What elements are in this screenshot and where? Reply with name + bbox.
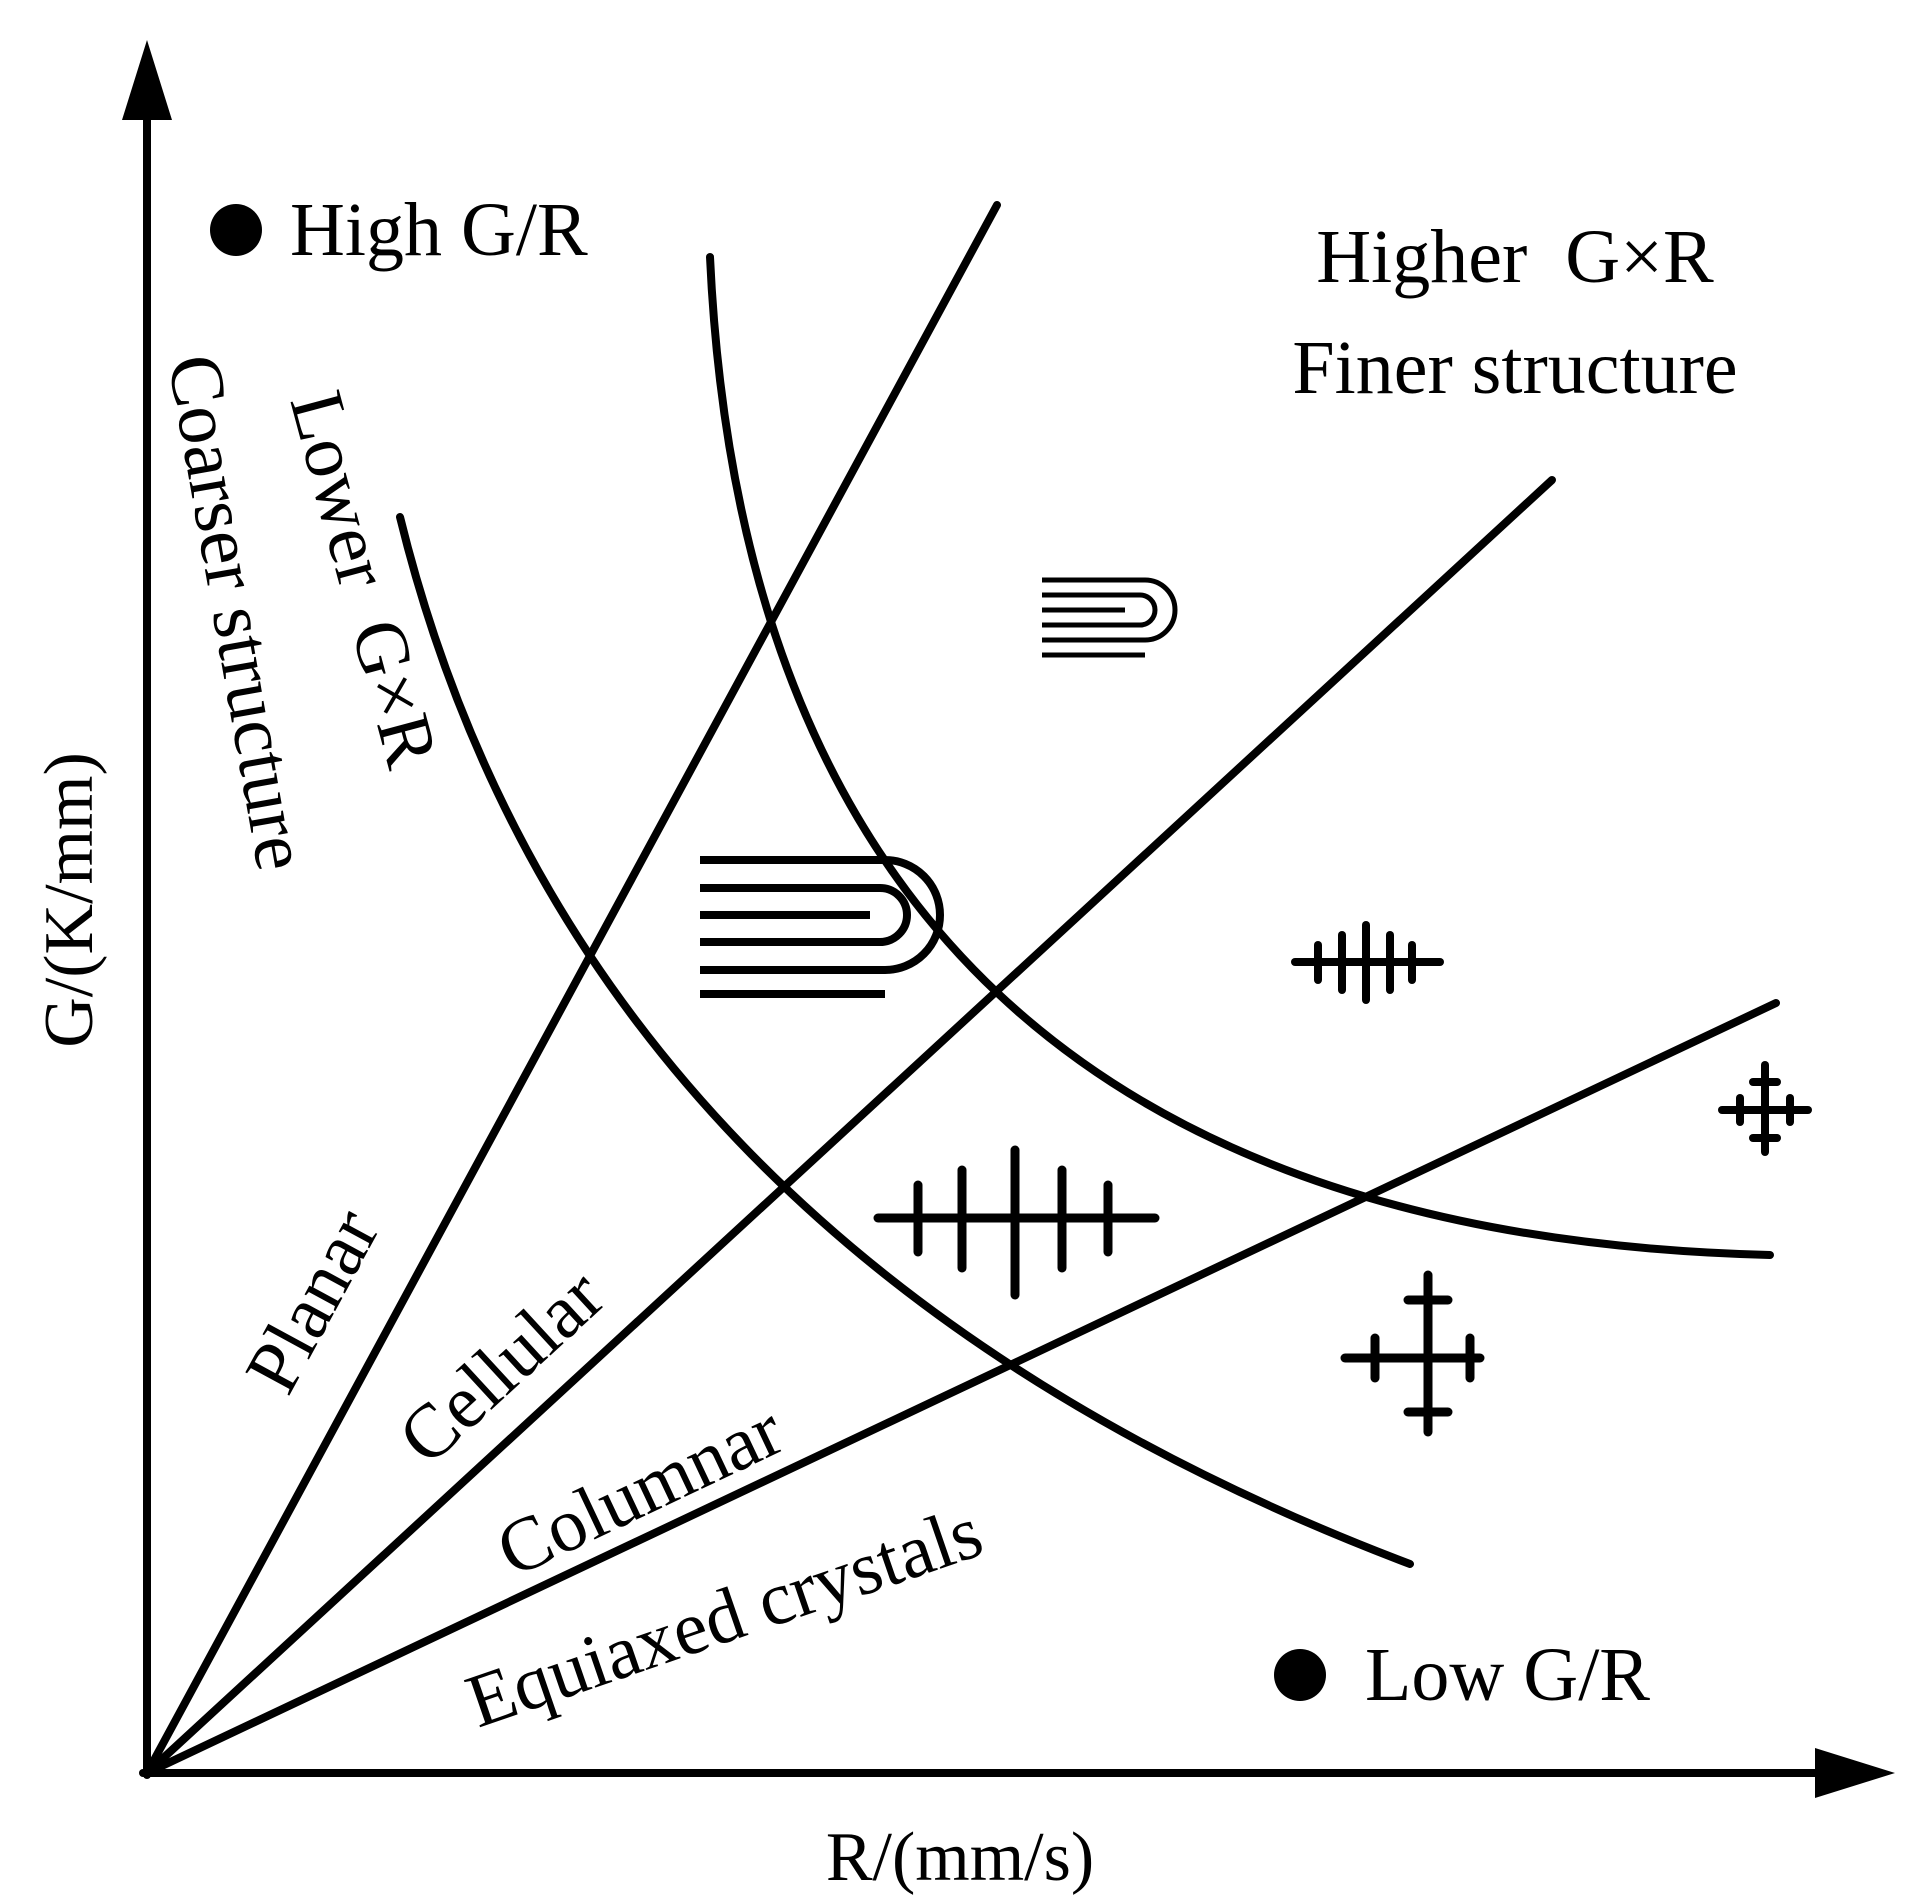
y-axis-label: G/(K/mm) (31, 752, 108, 1048)
low-gr-label: Low G/R (1365, 1633, 1650, 1717)
planar-cellular-boundary (143, 201, 1001, 1777)
x-axis-arrowhead (1815, 1748, 1895, 1798)
columnar-equiaxed-boundary (143, 999, 1780, 1777)
high-gr-label: High G/R (290, 188, 588, 272)
equiaxed-dendrite-small-icon (1718, 1061, 1812, 1156)
cellular-large-icon (700, 856, 944, 998)
gr-lines (143, 201, 1780, 1777)
finer-structure-label: Finer structure (1292, 326, 1737, 410)
axes (122, 40, 1895, 1798)
gxr-curves (396, 253, 1774, 1568)
lower-gxr-curve (396, 513, 1414, 1568)
higher-gxr-label: Higher G×R (1316, 215, 1714, 299)
higher-gxr-curve (706, 253, 1774, 1259)
equiaxed-dendrite-large-icon (1340, 1270, 1485, 1437)
high-gr-marker (210, 204, 262, 256)
x-axis-label: R/(mm/s) (826, 1819, 1094, 1896)
columnar-dendrite-large-icon (873, 1145, 1160, 1300)
low-gr-marker (1274, 1649, 1326, 1701)
cellular-small-icon (1042, 577, 1178, 658)
y-axis-arrowhead (122, 40, 172, 120)
planar-label: Planar (229, 1195, 395, 1406)
cellular-columnar-boundary (143, 476, 1556, 1777)
columnar-dendrite-small-icon (1291, 921, 1444, 1004)
lower-gxr-label: Lower G×R (274, 383, 455, 777)
